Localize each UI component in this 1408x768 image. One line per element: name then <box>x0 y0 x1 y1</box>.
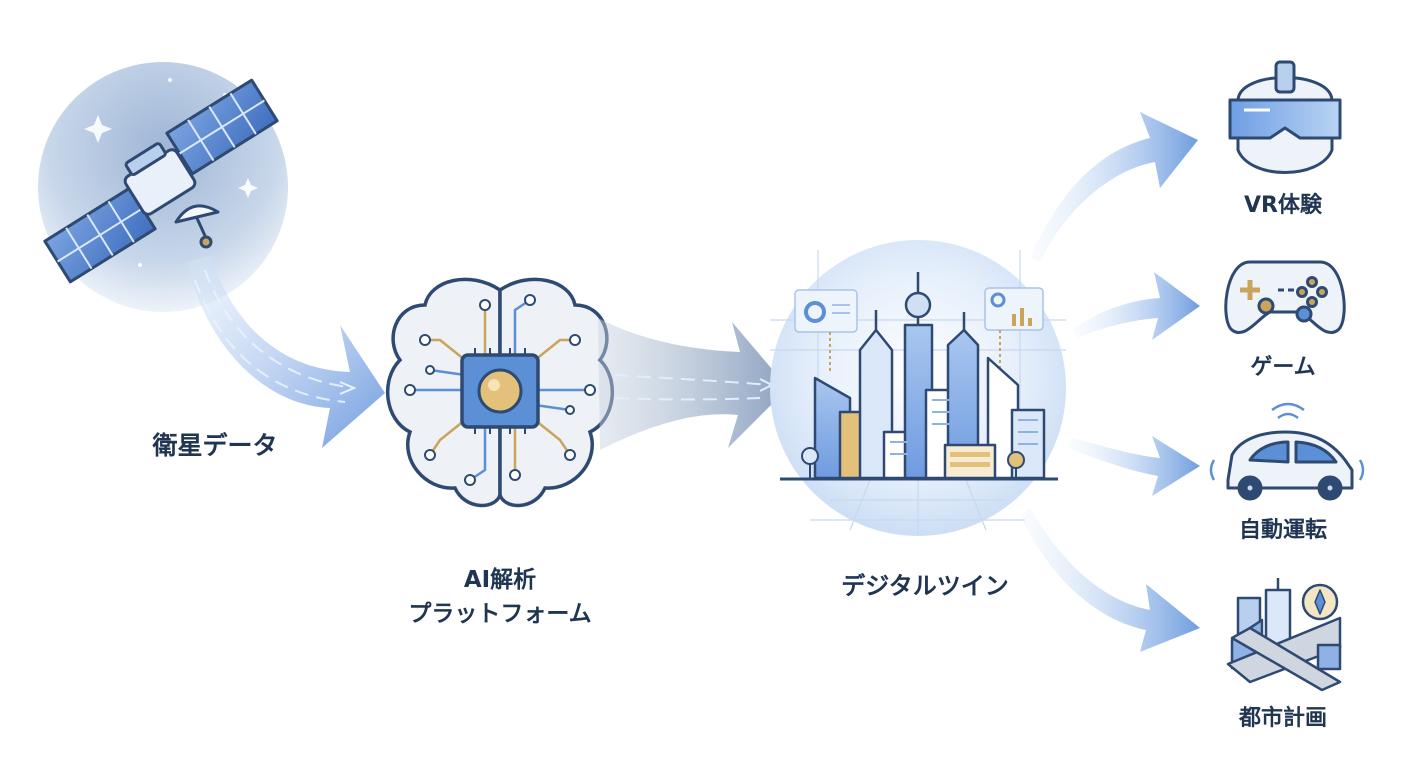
arrow-satellite-to-ai <box>188 255 385 448</box>
ai-platform-label-line2: プラットフォーム <box>408 601 592 627</box>
autonomous-driving-label: 自動運転 <box>1238 518 1327 543</box>
digital-twin-icon <box>770 240 1066 536</box>
autonomous-car-icon <box>1209 402 1365 501</box>
ai-platform-label-line1: AI解析 <box>463 567 537 593</box>
arrow-to-vr <box>1030 112 1198 262</box>
ai-brain-icon <box>385 277 615 508</box>
city-planning-icon <box>1226 578 1342 692</box>
urban-planning-label: 都市計画 <box>1238 706 1327 731</box>
gamepad-icon <box>1224 260 1346 334</box>
arrow-ai-to-digital-twin <box>598 318 788 450</box>
satellite-data-label: 衛星データ <box>152 431 278 460</box>
vr-headset-icon <box>1228 60 1342 174</box>
arrow-to-car <box>1068 436 1200 496</box>
ai-platform-label: AI解析 プラットフォーム <box>370 563 630 631</box>
satellite-icon <box>43 78 279 284</box>
arrow-to-city <box>1020 508 1200 652</box>
digital-twin-label: デジタルツイン <box>841 572 1009 600</box>
vr-experience-label: VR体験 <box>1244 193 1322 218</box>
game-label: ゲーム <box>1250 355 1316 380</box>
arrow-to-game <box>1072 272 1200 340</box>
